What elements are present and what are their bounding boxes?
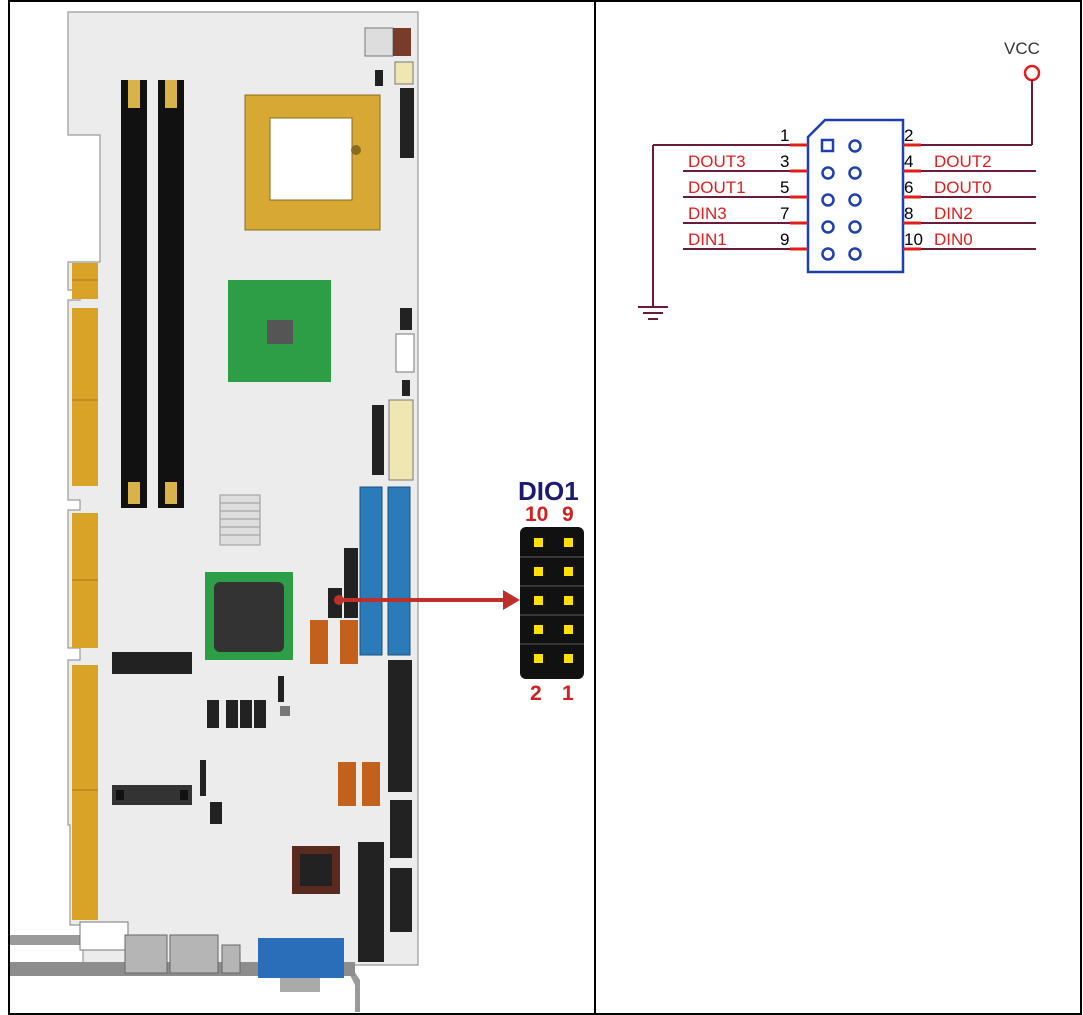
pin-num-4: 4	[904, 152, 913, 171]
gold-finger-1	[72, 263, 98, 299]
dio-header-board	[344, 548, 358, 618]
gold-finger-2	[72, 308, 98, 486]
dio1-num-bottom-right: 1	[562, 682, 574, 705]
table-borders	[8, 0, 1082, 1015]
pin-num-7: 7	[780, 204, 789, 223]
motherboard	[10, 11, 419, 1012]
dio1-num-top-left: 10	[525, 503, 548, 526]
ide-connector-2	[387, 486, 411, 656]
signal-dout1: DOUT1	[688, 178, 746, 197]
vcc-terminal	[1023, 64, 1041, 82]
pin-num-10: 10	[904, 230, 923, 249]
pin-num-3: 3	[780, 152, 789, 171]
ground-symbol	[638, 306, 668, 320]
pin-num-2: 2	[904, 126, 913, 145]
mini-pci-slot	[112, 652, 192, 674]
pin-num-5: 5	[780, 178, 789, 197]
pointer-arrow	[334, 590, 520, 610]
dio1-num-top-right: 9	[562, 503, 574, 526]
pin-num-8: 8	[904, 204, 913, 223]
signal-din0: DIN0	[934, 230, 973, 249]
pin-num-6: 6	[904, 178, 913, 197]
dio1-header-zoom	[520, 527, 584, 679]
signal-dout3: DOUT3	[688, 152, 746, 171]
signal-din2: DIN2	[934, 204, 973, 223]
signal-din3: DIN3	[688, 204, 727, 223]
ide-connector-1	[359, 486, 383, 656]
gold-finger-4	[72, 665, 98, 920]
pin-num-9: 9	[780, 230, 789, 249]
dimm-slot-1	[121, 80, 147, 508]
dimm-slot-2	[158, 80, 184, 508]
pin-1-square	[820, 138, 835, 153]
vcc-label: VCC	[1004, 39, 1040, 58]
signal-din1: DIN1	[688, 230, 727, 249]
pin-num-1: 1	[780, 126, 789, 145]
connector-body	[806, 118, 905, 274]
heatsink	[219, 494, 261, 546]
dio1-title: DIO1	[518, 476, 579, 506]
schematic: VCC	[638, 39, 1041, 320]
signal-dout2: DOUT2	[934, 152, 992, 171]
vga-connector	[258, 938, 344, 978]
signal-dout0: DOUT0	[934, 178, 992, 197]
dio1-num-bottom-left: 2	[530, 682, 542, 705]
